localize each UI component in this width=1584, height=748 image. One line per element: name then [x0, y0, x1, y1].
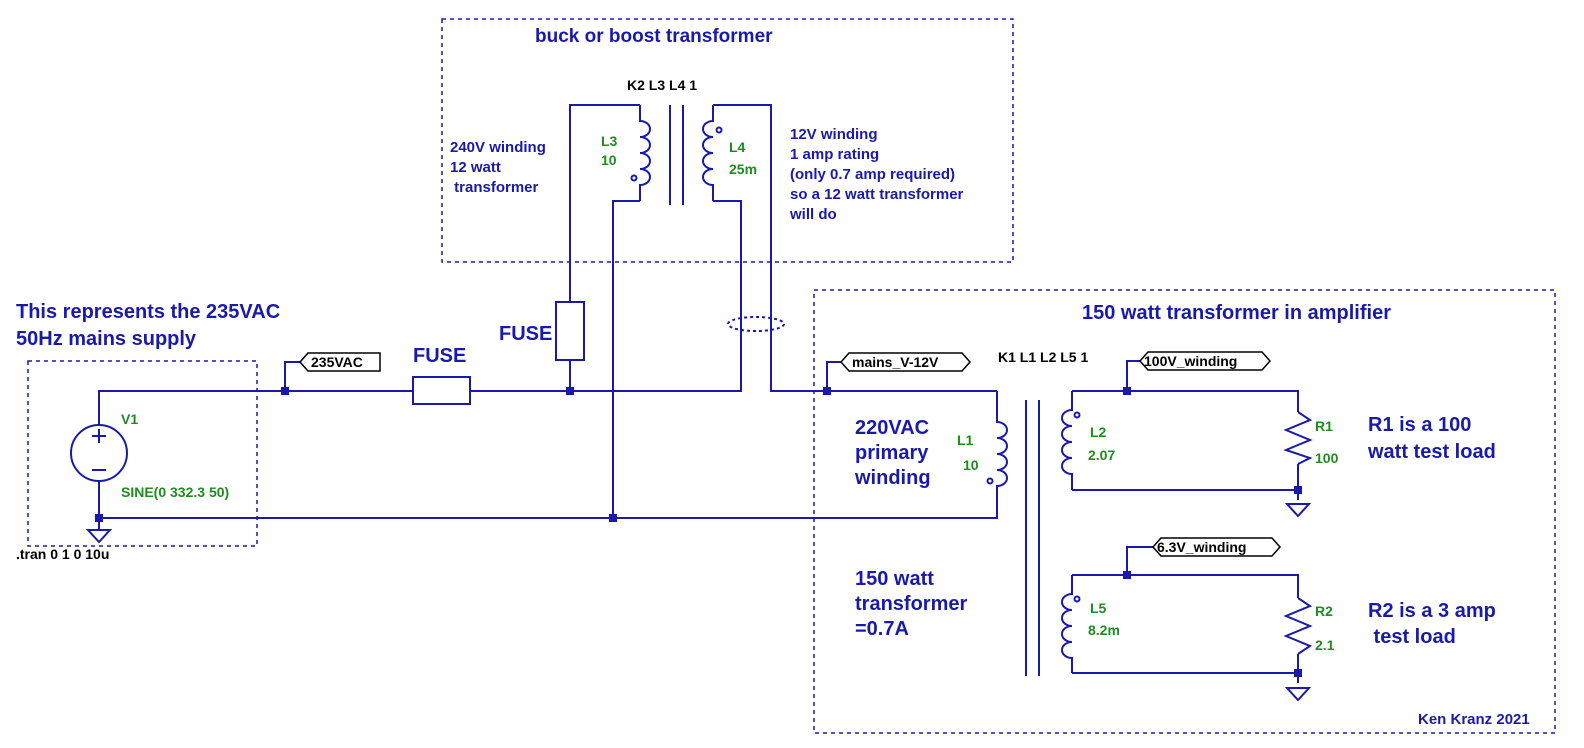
- l1-value: 10: [963, 457, 979, 473]
- junction-dots: [95, 387, 1302, 677]
- buck-boost-box: [441, 18, 1014, 263]
- svg-text:100V_winding: 100V_winding: [1144, 353, 1237, 369]
- wires: [98, 104, 1299, 683]
- mains-note: This represents the 235VAC 50Hz mains su…: [16, 301, 286, 350]
- mains-box: [27, 360, 258, 547]
- r2-value: 2.1: [1315, 637, 1335, 653]
- l2-value: 2.07: [1088, 447, 1115, 463]
- buck-boost-title: buck or boost transformer: [535, 26, 773, 47]
- primary-winding-note: 220VAC primary winding: [854, 417, 935, 489]
- l5-value: 8.2m: [1088, 622, 1120, 638]
- svg-text:mains_V-12V: mains_V-12V: [852, 354, 939, 370]
- tran-directive: .tran 0 1 0 10u: [16, 546, 109, 562]
- amplifier-title: 150 watt transformer in amplifier: [1082, 302, 1391, 324]
- resistor-r2: [1283, 597, 1313, 655]
- svg-text:235VAC: 235VAC: [311, 354, 363, 370]
- l3-name: L3: [601, 133, 618, 149]
- transformer-core: [669, 105, 1040, 676]
- inductor-l5: [1061, 575, 1073, 673]
- l3-value: 10: [601, 152, 617, 168]
- l1-name: L1: [957, 432, 974, 448]
- winding-12v-note: 12V winding 1 amp rating (only 0.7 amp r…: [789, 126, 968, 223]
- voltage-source-v1: [70, 421, 128, 484]
- net-label-100v: 100V_winding: [1138, 351, 1272, 371]
- r1-name: R1: [1315, 418, 1333, 434]
- inductor-l2: [1061, 391, 1073, 490]
- amplifier-box: [813, 289, 1556, 734]
- l5-name: L5: [1090, 600, 1107, 616]
- inductor-l3: [639, 105, 651, 201]
- fuse-label: FUSE: [499, 323, 552, 345]
- net-label-mains: mains_V-12V: [839, 352, 972, 372]
- fuse-symbol: [555, 301, 585, 361]
- net-label-235vac: 235VAC: [298, 352, 381, 372]
- ground-symbol: [1284, 687, 1312, 702]
- inductor-l4: [702, 105, 714, 201]
- l4-value: 25m: [729, 161, 757, 177]
- r2-name: R2: [1315, 603, 1333, 619]
- inductor-l1: [996, 391, 1008, 490]
- fuse-symbol: [412, 376, 471, 405]
- v1-value: SINE(0 332.3 50): [121, 484, 229, 500]
- v1-name: V1: [121, 411, 138, 427]
- current-probe: [727, 316, 785, 332]
- r1-note: R1 is a 100 watt test load: [1367, 414, 1496, 463]
- k2-directive: K2 L3 L4 1: [627, 77, 697, 93]
- ground-symbol: [85, 529, 113, 544]
- fuse-label: FUSE: [413, 345, 466, 367]
- polarity-dots: [630, 126, 1081, 603]
- author-credit: Ken Kranz 2021: [1418, 711, 1530, 728]
- net-label-6v3: 6.3V_winding: [1151, 537, 1282, 557]
- l4-name: L4: [729, 139, 746, 155]
- svg-text:6.3V_winding: 6.3V_winding: [1157, 539, 1246, 555]
- transformer-rating-note: 150 watt transformer =0.7A: [855, 568, 973, 640]
- winding-240v-note: 240V winding 12 watt transformer: [450, 139, 550, 196]
- ground-symbol: [1284, 503, 1312, 518]
- resistor-r1: [1283, 411, 1313, 465]
- r2-note: R2 is a 3 amp test load: [1368, 600, 1496, 648]
- k1-directive: K1 L1 L2 L5 1: [998, 349, 1088, 365]
- r1-value: 100: [1315, 450, 1339, 466]
- l2-name: L2: [1090, 424, 1107, 440]
